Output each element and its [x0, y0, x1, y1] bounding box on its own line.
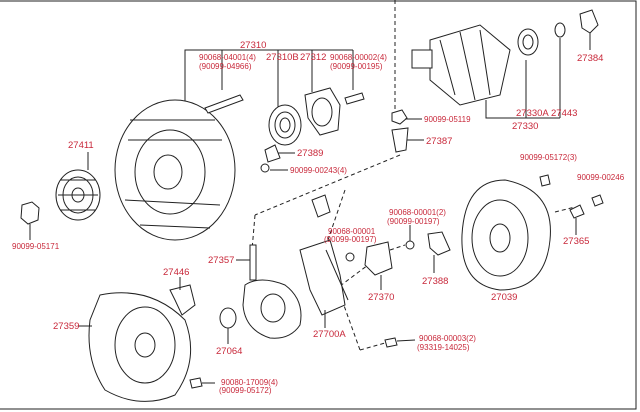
label-90068-00001: 90068-00001 — [328, 227, 376, 236]
label-27387: 27387 — [426, 136, 452, 147]
label-90099-05172-3: 90099-05172(3) — [520, 153, 577, 162]
assembly-bracket-27310 — [184, 49, 354, 110]
label-90080-17009: 90080-17009(4) — [221, 378, 278, 387]
insulator-27365 — [569, 204, 585, 219]
plate-27064 — [219, 307, 237, 329]
regulator-27700A — [299, 194, 349, 316]
washer-27443 — [554, 22, 566, 38]
label-90099-05171: 90099-05171 — [12, 242, 60, 251]
label-27700A: 27700A — [313, 329, 346, 340]
stud-bolt — [204, 94, 244, 114]
terminal-insulator-27446 — [169, 284, 196, 316]
label-27310B: 27310B — [266, 52, 299, 63]
label-90099-05172: (90099-05172) — [219, 386, 272, 395]
retainer-27312 — [304, 87, 341, 136]
label-27411: 27411 — [68, 140, 94, 151]
dashed-leader — [341, 299, 361, 351]
nut-90080-17009 — [189, 377, 203, 389]
bolt-90099-00246 — [591, 194, 604, 207]
cover-27384 — [579, 9, 599, 34]
label-93319-14025: (93319-14025) — [417, 343, 470, 352]
label-90099-00243: 90099-00243(4) — [290, 166, 347, 175]
label-27446: 27446 — [163, 267, 189, 278]
label-27365: 27365 — [563, 236, 589, 247]
screw-90068-00003 — [384, 337, 398, 348]
rectifier-27357 — [242, 244, 302, 339]
label-90068-04001: 90068-04001(4) — [199, 53, 256, 62]
bearing-27310B — [268, 104, 302, 146]
nut-90099-05119 — [391, 109, 408, 125]
bearing-27330A — [517, 28, 539, 56]
label-27312: 27312 — [300, 52, 326, 63]
label-90099-05119: 90099-05119 — [424, 115, 471, 124]
label-27384: 27384 — [577, 53, 603, 64]
label-27370: 27370 — [368, 292, 394, 303]
label-90099-00197-a: (90099-00197) — [324, 235, 377, 244]
dashed-leader — [389, 244, 406, 251]
label-27357: 27357 — [208, 255, 234, 266]
label-27039: 27039 — [491, 292, 517, 303]
brush-holder-27370 — [364, 241, 393, 276]
drive-end-frame — [114, 99, 236, 241]
label-27359: 27359 — [53, 321, 79, 332]
label-27330: 27330 — [512, 121, 538, 132]
dashed-leader — [254, 154, 401, 216]
label-27064: 27064 — [216, 346, 242, 357]
pulley-27411 — [55, 169, 101, 221]
label-27443: 27443 — [551, 108, 577, 119]
label-27310: 27310 — [240, 40, 266, 51]
bolt — [344, 92, 365, 105]
label-90068-00001-2: 90068-00001(2) — [389, 208, 446, 217]
label-90068-00003: 90068-00003(2) — [419, 334, 476, 343]
rectifier-end-frame-27039 — [461, 179, 551, 291]
rotor-27330 — [411, 24, 511, 106]
label-90099-04966: (90099-04966) — [199, 62, 252, 71]
cover-27388 — [427, 231, 451, 256]
nut-90099-05171 — [20, 201, 40, 225]
screw — [345, 252, 355, 262]
label-90099-00195: (90099-00195) — [330, 62, 383, 71]
label-90099-00197-b: (90099-00197) — [387, 217, 440, 226]
cover-27389 — [264, 144, 281, 163]
rear-cover-27359 — [88, 292, 192, 402]
label-90099-00246: 90099-00246 — [577, 173, 625, 182]
screw — [405, 240, 415, 250]
dashed-leader — [359, 342, 386, 351]
label-27389: 27389 — [297, 148, 323, 159]
dashed-leader — [554, 206, 576, 213]
label-27330A: 27330A — [516, 108, 549, 119]
dashed-leader — [251, 214, 256, 251]
dashed-leader — [327, 189, 346, 241]
nut-90099-05172 — [539, 174, 551, 187]
bush-27387 — [391, 127, 409, 153]
label-90068-00002: 90068-00002(4) — [330, 53, 387, 62]
assembly-bracket-27330 — [485, 38, 561, 119]
screw-90099-00243 — [260, 163, 270, 173]
label-27388: 27388 — [422, 276, 448, 287]
